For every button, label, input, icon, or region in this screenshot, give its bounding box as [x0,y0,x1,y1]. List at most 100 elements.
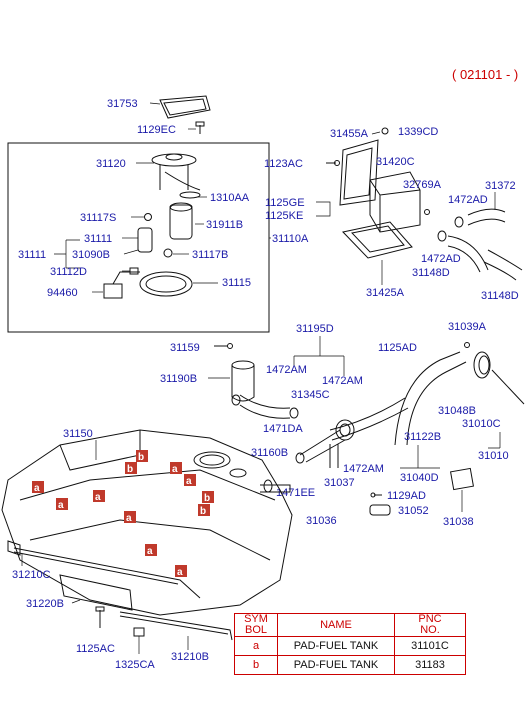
svg-text:a: a [177,567,183,578]
legend-header-pnc-line2: NO. [420,624,440,636]
pad-marker-a-1: a [32,481,44,494]
callout-1471EE: 1471EE [276,487,315,499]
part-31345C-hose [231,394,299,419]
pad-marker-a-5: a [145,544,157,557]
callout-31425A: 31425A [366,287,405,299]
callout-1339CD: 1339CD [398,126,438,138]
callout-31210C: 31210C [12,569,51,581]
callout-31117S: 31117S [80,212,116,224]
callout-31455A: 31455A [330,128,369,140]
callout-31052: 31052 [398,505,429,517]
part-31038-plate [450,467,474,491]
part-31117S-clip [144,213,152,221]
callout-31040D: 31040D [400,472,439,484]
callout-1125AC: 1125AC [76,643,115,655]
part-31753-plate [159,95,211,119]
legend-header-symbol-line2: BOL [244,624,267,636]
callout-31210B: 31210B [171,651,209,663]
callout-31120: 31120 [96,158,126,170]
part-1129AD-bolt [370,492,382,498]
callout-31148D-b: 31148D [481,290,519,302]
part-31052-clip [369,504,391,516]
callout-31112D: 31112D [50,266,87,278]
svg-text:a: a [186,476,192,487]
part-31210B-band [119,611,233,641]
part-31148D-hose-a [447,235,489,273]
legend-header-pnc-line1: PNC [418,613,442,625]
callout-31111-group: 31111 [18,249,46,261]
part-31420C-canister [369,171,421,233]
part-31148D-hose-b [483,249,523,281]
callout-31159: 31159 [170,342,200,354]
part-31115-gasket [139,271,193,297]
callout-31037: 31037 [324,477,355,489]
callout-31150: 31150 [63,428,93,440]
callout-31038: 31038 [443,516,474,528]
pad-marker-a-3: a [93,490,105,503]
pad-marker-a-8: a [184,474,196,487]
callout-31122B: 31122B [404,431,441,443]
callout-31345C: 31345C [291,389,330,401]
callout-1472AM-c: 1472AM [343,463,384,475]
part-31159-bolt [214,343,233,349]
part-31120-pump-flange [151,153,201,191]
callout-31111: 31111 [84,233,112,245]
callout-1125KE: 1125KE [265,210,303,222]
legend-row-symbol: a [234,636,278,656]
svg-text:a: a [172,464,178,475]
part-1472AD-clamp-top [454,216,464,228]
part-32769A-clip [424,209,430,215]
part-1125AC-bolt [95,606,105,628]
svg-text:b: b [204,493,210,504]
part-31117B-clip [163,248,173,258]
part-1339CD-nut [381,127,389,135]
part-1472AD-clamp-mid [437,230,447,242]
part-31911B-filter [169,202,193,240]
svg-text:a: a [58,500,64,511]
callout-31372: 31372 [485,180,516,192]
callout-31420C: 31420C [376,156,415,168]
part-31112D-sensor [129,267,139,275]
pad-marker-b-1: b [136,450,148,463]
callout-31195D: 31195D [296,323,334,335]
pad-marker-a-6: a [175,565,187,578]
legend-header-symbol-line1: SYM [244,613,268,625]
part-94460-sender [103,271,140,299]
pump-assembly-frame [7,142,270,333]
callout-31220B: 31220B [26,598,64,610]
callout-1472AM-a: 1472AM [266,364,307,376]
callout-31090B: 31090B [72,249,110,261]
part-31010C-cap [473,351,525,405]
part-1310AA-seal [179,191,201,199]
part-31160B-hose [295,429,346,464]
callout-31190B: 31190B [160,373,197,385]
callout-31160B: 31160B [251,447,288,459]
pad-marker-b-3: b [202,491,214,504]
svg-text:a: a [34,483,40,494]
callout-1472AM-b: 1472AM [322,375,363,387]
part-1129EC-bolt [195,121,205,134]
callout-31117B: 31117B [192,249,228,261]
callout-1471DA: 1471DA [263,423,303,435]
part-31372-hose [467,208,506,226]
callout-31753: 31753 [107,98,138,110]
callout-1325CA: 1325CA [115,659,155,671]
legend-header-name: NAME [277,613,395,637]
callout-1472AD-mid: 1472AD [421,253,461,265]
legend-row-pnc: 31101C [394,636,466,656]
callout-32769A: 32769A [403,179,442,191]
part-31048B-filler-neck [329,351,467,446]
svg-text:a: a [126,513,132,524]
effective-date: ( 021101 - ) [452,67,518,82]
callout-31911B: 31911B [206,219,243,231]
callout-31110A: 31110A [272,233,309,245]
callout-31036: 31036 [306,515,337,527]
part-31037-hose [329,444,339,468]
legend-row-name: PAD-FUEL TANK [277,655,395,675]
callout-31148D-a: 31148D [412,267,450,279]
callout-31115: 31115 [222,277,251,289]
part-31039A-screw [464,342,470,348]
